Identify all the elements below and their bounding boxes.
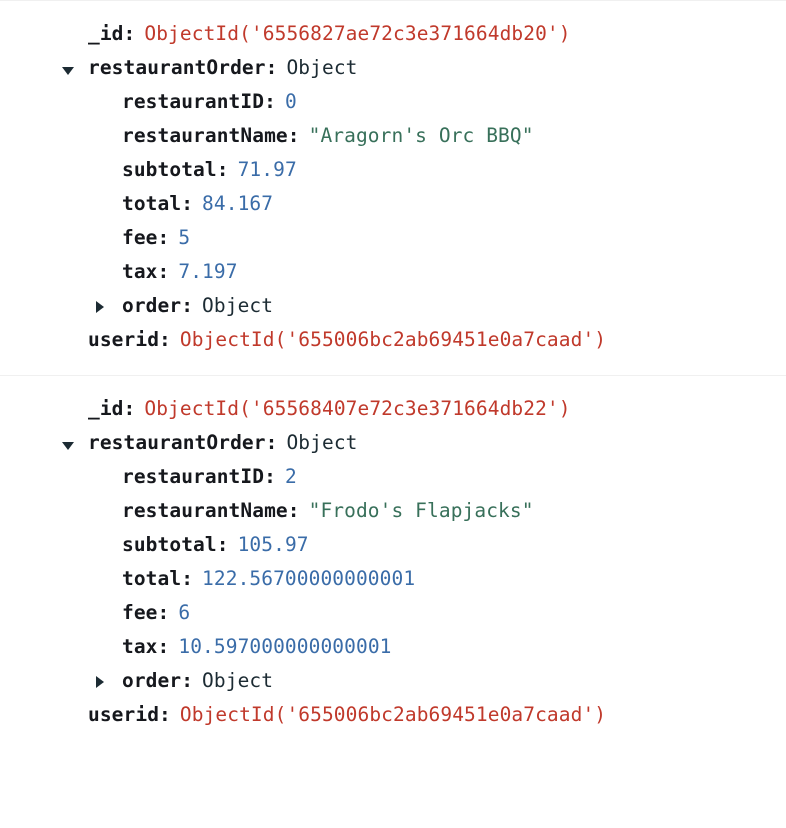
triangle-right-icon-glyph <box>96 301 104 313</box>
field-value-order: Object <box>202 294 274 317</box>
field-row-total: total:84.167 <box>0 187 786 221</box>
field-key-restaurantname: restaurantName <box>122 499 288 522</box>
field-row-fee: fee:6 <box>0 596 786 630</box>
field-value-restaurantid: 0 <box>284 90 297 113</box>
colon-separator: : <box>157 601 170 624</box>
field-value-order: Object <box>202 669 274 692</box>
field-row-order[interactable]: order: Object <box>0 664 786 698</box>
document-list: _id: ObjectId('6556827ae72c3e371664db20')… <box>0 0 786 750</box>
triangle-down-icon-glyph <box>62 67 74 75</box>
field-value-subtotal: 105.97 <box>237 533 309 556</box>
field-value-fee: 5 <box>178 226 191 249</box>
colon-separator: : <box>181 567 194 590</box>
field-value-userid: ObjectId('655006bc2ab69451e0a7caad') <box>179 328 607 351</box>
field-value-total: 84.167 <box>202 192 274 215</box>
triangle-down-icon[interactable] <box>62 50 88 84</box>
field-key-tax: tax <box>122 635 158 658</box>
field-key-order: order <box>122 669 182 692</box>
field-value-restaurantname: "Aragorn's Orc BBQ" <box>308 124 534 147</box>
document-1: _id: ObjectId('6556827ae72c3e371664db20')… <box>0 1 786 375</box>
field-value-restaurantid: 2 <box>284 465 297 488</box>
colon-separator: : <box>157 635 170 658</box>
field-key-userid: userid <box>88 328 160 351</box>
field-value-restaurantname: "Frodo's Flapjacks" <box>308 499 534 522</box>
field-row-userid: userid: ObjectId('655006bc2ab69451e0a7caa… <box>0 698 786 732</box>
field-value-subtotal: 71.97 <box>237 158 297 181</box>
field-row-userid: userid: ObjectId('655006bc2ab69451e0a7caa… <box>0 323 786 357</box>
colon-separator: : <box>123 22 136 45</box>
field-key-order: order <box>122 294 182 317</box>
field-value-restaurant-order: Object <box>286 431 358 454</box>
field-value-id: ObjectId('65568407e72c3e371664db22') <box>144 397 571 420</box>
triangle-right-icon[interactable] <box>96 663 122 697</box>
field-key-total: total <box>122 567 182 590</box>
colon-separator: : <box>264 465 276 488</box>
field-value-tax: 7.197 <box>178 260 238 283</box>
field-row-restaurantname: restaurantName: "Aragorn's Orc BBQ" <box>0 119 786 153</box>
field-value-total: 122.56700000000001 <box>202 567 416 590</box>
field-key-restaurantid: restaurantID <box>122 90 265 113</box>
field-row-subtotal: subtotal:71.97 <box>0 153 786 187</box>
field-key-restaurant-order: restaurantOrder <box>88 431 266 454</box>
triangle-right-icon-glyph <box>96 676 104 688</box>
colon-separator: : <box>264 90 276 113</box>
field-key-id: _id <box>88 397 124 420</box>
colon-separator: : <box>157 226 170 249</box>
field-row-fee: fee:5 <box>0 221 786 255</box>
colon-separator: : <box>265 56 278 79</box>
colon-separator: : <box>287 499 300 522</box>
colon-separator: : <box>157 260 170 283</box>
field-row-restaurantid: restaurantID:0 <box>0 85 786 119</box>
field-row-tax: tax:7.197 <box>0 255 786 289</box>
colon-separator: : <box>123 397 136 420</box>
field-row-restaurant-order[interactable]: restaurantOrder: Object <box>0 426 786 460</box>
field-row-id: _id: ObjectId('65568407e72c3e371664db22') <box>0 392 786 426</box>
field-row-restaurantname: restaurantName: "Frodo's Flapjacks" <box>0 494 786 528</box>
document-divider <box>0 375 786 376</box>
field-key-restaurantname: restaurantName <box>122 124 288 147</box>
field-key-tax: tax <box>122 260 158 283</box>
field-value-tax: 10.597000000000001 <box>178 635 392 658</box>
field-row-restaurant-order[interactable]: restaurantOrder: Object <box>0 51 786 85</box>
field-key-subtotal: subtotal <box>122 533 217 556</box>
field-value-id: ObjectId('6556827ae72c3e371664db20') <box>144 22 571 45</box>
top-divider <box>0 0 786 1</box>
colon-separator: : <box>181 192 194 215</box>
colon-separator: : <box>216 158 229 181</box>
field-row-order[interactable]: order: Object <box>0 289 786 323</box>
colon-separator: : <box>181 669 194 692</box>
field-key-fee: fee <box>122 226 158 249</box>
colon-separator: : <box>159 328 171 351</box>
field-row-id: _id: ObjectId('6556827ae72c3e371664db20') <box>0 17 786 51</box>
field-key-subtotal: subtotal <box>122 158 217 181</box>
field-row-restaurantid: restaurantID:2 <box>0 460 786 494</box>
field-row-tax: tax:10.597000000000001 <box>0 630 786 664</box>
colon-separator: : <box>216 533 229 556</box>
colon-separator: : <box>265 431 278 454</box>
triangle-down-icon-glyph <box>62 442 74 450</box>
field-key-fee: fee <box>122 601 158 624</box>
field-value-userid: ObjectId('655006bc2ab69451e0a7caad') <box>179 703 607 726</box>
colon-separator: : <box>287 124 300 147</box>
colon-separator: : <box>159 703 171 726</box>
document-2: _id: ObjectId('65568407e72c3e371664db22')… <box>0 376 786 750</box>
field-row-total: total:122.56700000000001 <box>0 562 786 596</box>
field-value-restaurant-order: Object <box>286 56 358 79</box>
triangle-down-icon[interactable] <box>62 425 88 459</box>
colon-separator: : <box>181 294 194 317</box>
field-key-restaurantid: restaurantID <box>122 465 265 488</box>
triangle-right-icon[interactable] <box>96 288 122 322</box>
field-row-subtotal: subtotal:105.97 <box>0 528 786 562</box>
field-key-total: total <box>122 192 182 215</box>
field-key-id: _id <box>88 22 124 45</box>
field-value-fee: 6 <box>178 601 191 624</box>
field-key-restaurant-order: restaurantOrder <box>88 56 266 79</box>
field-key-userid: userid <box>88 703 160 726</box>
